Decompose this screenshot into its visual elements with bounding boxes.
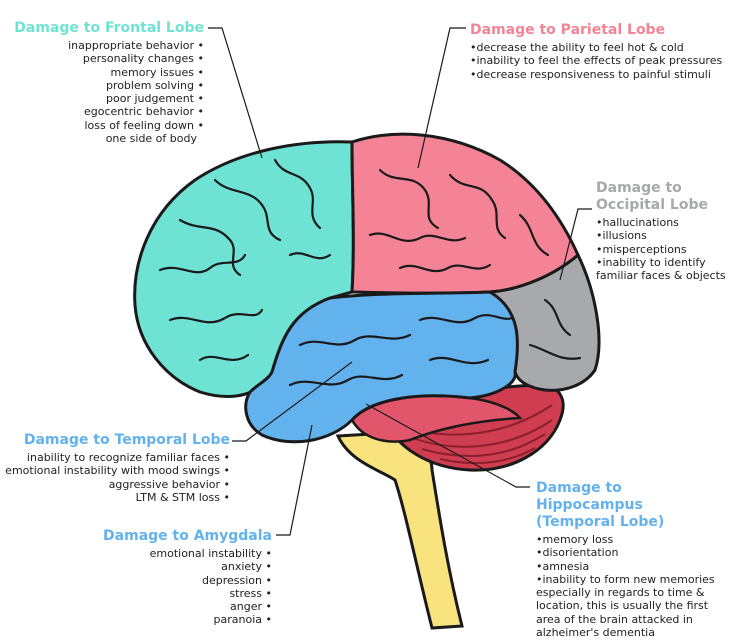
frontal-item: memory issues — [14, 66, 204, 79]
leader-amygdala — [276, 424, 313, 536]
amygdala-item: anger — [103, 600, 272, 613]
temporal-item: LTM & STM loss — [5, 491, 230, 504]
parietal-lobe-callout: Damage to Parietal Lobe decrease the abi… — [470, 22, 722, 81]
leader-frontal — [208, 27, 263, 159]
hippocampus-title: Damage to Hippocampus(Temporal Lobe) — [536, 480, 665, 530]
leader-hippocampus — [365, 403, 530, 488]
hippocampus-callout: Damage to Hippocampus(Temporal Lobe) mem… — [536, 480, 733, 639]
occipital-item: inability to identify — [596, 256, 733, 269]
temporal-item: aggressive behavior — [5, 478, 230, 491]
amygdala-item: depression — [103, 574, 272, 587]
temporal-lobe-callout: Damage to Temporal Lobe inability to rec… — [5, 432, 230, 504]
frontal-item: personality changes — [14, 52, 204, 65]
parietal-item: decrease the ability to feel hot & cold — [470, 41, 722, 54]
parietal-title: Damage to Parietal Lobe — [470, 22, 666, 38]
leader-occipital — [559, 208, 592, 281]
hippocampus-item: amnesia — [536, 560, 733, 573]
amygdala-item: emotional instability — [103, 547, 272, 560]
parietal-lobe — [350, 132, 580, 295]
amygdala-callout: Damage to Amygdala emotional instability… — [103, 528, 272, 627]
occipital-item-continued: familiar faces & objects — [596, 269, 726, 283]
leader-parietal — [417, 27, 466, 169]
leader-temporal — [232, 361, 353, 442]
frontal-title: Damage to Frontal Lobe — [14, 20, 204, 36]
frontal-item: inappropriate behavior — [14, 39, 204, 52]
hippocampus-item-continued: area of the brain attacked in — [536, 612, 693, 626]
amygdala-item: anxiety — [103, 560, 272, 573]
frontal-item: egocentric behavior — [14, 105, 204, 118]
hippocampus-item: disorientation — [536, 546, 733, 559]
hippocampus-item-continued: especially in regards to time & — [536, 586, 705, 600]
occipital-item: misperceptions — [596, 243, 733, 256]
frontal-item: problem solving — [14, 79, 204, 92]
amygdala-item: stress — [103, 587, 272, 600]
frontal-item: poor judgement — [14, 92, 204, 105]
temporal-item: inability to recognize familiar faces — [5, 451, 230, 464]
temporal-item: emotional instability with mood swings — [5, 464, 230, 477]
hippocampus-item-continued: alzheimer's dementia — [536, 626, 655, 640]
temporal-title: Damage to Temporal Lobe — [23, 432, 230, 448]
hippocampus-item-continued: location, this is usually the first — [536, 599, 709, 613]
occipital-item: illusions — [596, 229, 733, 242]
amygdala-item: paranoia — [103, 613, 272, 626]
parietal-item: decrease responsiveness to painful stimu… — [470, 68, 722, 81]
amygdala-title: Damage to Amygdala — [103, 528, 272, 544]
parietal-item: inability to feel the effects of peak pr… — [470, 54, 723, 67]
temporal-lobe — [244, 290, 519, 444]
hippocampus-item: memory loss — [536, 533, 733, 546]
frontal-lobe-callout: Damage to Frontal Lobe inappropriate beh… — [14, 20, 204, 145]
frontal-item: loss of feeling down — [14, 119, 204, 132]
occipital-item: hallucinations — [596, 216, 733, 229]
frontal-item: one side of body — [105, 132, 197, 146]
hippocampus-item: inability to form new memories — [536, 573, 733, 586]
